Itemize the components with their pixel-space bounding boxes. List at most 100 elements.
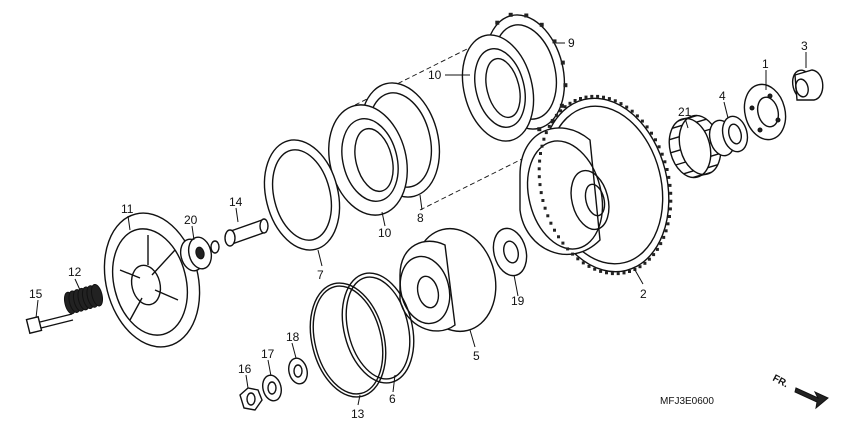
tooth — [663, 160, 667, 164]
tooth — [660, 152, 664, 156]
part-15-bolt — [25, 313, 74, 335]
tooth — [554, 113, 558, 117]
part-12-clutch-spring — [63, 283, 104, 315]
part-4-collar — [708, 115, 749, 157]
callout-6: 6 — [389, 392, 396, 406]
part-6-spring-seat — [341, 272, 415, 384]
tooth — [643, 261, 647, 265]
tooth — [666, 222, 670, 226]
callout-7: 7 — [317, 268, 324, 282]
needle-roller — [675, 161, 686, 166]
callout-21: 21 — [678, 105, 692, 119]
part-1-drive-sprocket — [743, 83, 787, 141]
tooth — [571, 252, 575, 256]
tooth — [539, 191, 543, 195]
diagram-code: MFJ3E0600 — [660, 396, 714, 407]
part-17-lock-washer — [262, 374, 282, 402]
tooth — [605, 271, 608, 275]
tooth — [655, 247, 659, 251]
needle-roller — [686, 114, 698, 120]
tooth — [590, 94, 594, 98]
part-7-friction-disc — [263, 139, 341, 251]
tooth — [665, 168, 669, 171]
part-19-thrust-washer — [492, 227, 528, 277]
tooth — [547, 124, 551, 128]
tooth — [619, 102, 623, 106]
callout-11: 11 — [121, 202, 134, 216]
part-10-clutch-plate-upper — [461, 34, 535, 142]
callout-16: 16 — [238, 362, 252, 376]
tooth — [669, 199, 673, 203]
part-16-lock-nut — [239, 387, 263, 411]
tooth — [584, 95, 588, 99]
tooth — [566, 247, 570, 251]
tooth — [524, 13, 529, 18]
tooth — [668, 207, 672, 211]
needle-roller — [678, 117, 689, 122]
tooth — [645, 125, 649, 129]
tooth — [599, 269, 603, 273]
tooth — [553, 228, 556, 232]
tooth — [652, 253, 656, 257]
needle-roller — [696, 118, 707, 123]
tooth — [539, 22, 544, 27]
front-indicator-label: FR. — [771, 373, 791, 390]
part-11-pressure-plate — [103, 212, 201, 348]
tooth — [667, 175, 671, 179]
tooth — [602, 95, 605, 99]
callout-4: 4 — [719, 89, 726, 103]
tooth — [625, 105, 629, 109]
tooth — [508, 12, 513, 17]
tooth — [576, 257, 580, 261]
tooth — [610, 272, 614, 276]
part-21-needle-bearing — [668, 114, 722, 179]
tooth — [647, 257, 651, 261]
tooth — [561, 241, 565, 245]
front-arrow-icon — [794, 387, 829, 410]
tooth — [563, 83, 568, 88]
tooth — [573, 99, 577, 102]
tooth — [537, 127, 542, 132]
tooth — [563, 105, 567, 109]
tooth — [540, 144, 544, 148]
tooth — [659, 242, 663, 246]
tooth — [541, 199, 545, 202]
spring-coil — [90, 283, 104, 307]
tooth — [638, 265, 642, 269]
tooth — [579, 97, 582, 100]
leader-lines — [35, 42, 807, 406]
callout-17: 17 — [261, 347, 275, 361]
tooth — [559, 109, 563, 113]
part-2-clutch-outer-gear — [519, 94, 673, 276]
tooth — [657, 145, 661, 149]
tooth — [587, 264, 591, 268]
callout-3: 3 — [801, 39, 808, 53]
needle-roller — [707, 164, 719, 169]
tooth — [544, 131, 548, 135]
needle-roller — [669, 136, 680, 141]
tooth — [654, 138, 657, 142]
tooth — [557, 235, 560, 239]
tooth — [628, 270, 631, 273]
needle-roller — [670, 149, 681, 154]
tooth — [581, 261, 585, 265]
tooth — [650, 131, 653, 135]
tooth — [664, 229, 668, 233]
tooth — [549, 221, 553, 225]
tooth — [630, 109, 634, 113]
tooth — [538, 183, 542, 187]
callout-12: 12 — [68, 265, 82, 279]
part-13-o-ring — [309, 282, 387, 398]
tooth — [596, 94, 600, 98]
part-3-spacer — [791, 69, 824, 101]
tooth — [593, 267, 597, 271]
tooth — [662, 235, 666, 239]
tooth — [559, 103, 564, 108]
callout-15: 15 — [29, 287, 43, 301]
tooth — [537, 175, 541, 179]
tooth — [537, 167, 541, 171]
callout-18: 18 — [286, 330, 300, 344]
front-indicator: FR. — [771, 373, 829, 410]
callout-13: 13 — [351, 407, 365, 421]
